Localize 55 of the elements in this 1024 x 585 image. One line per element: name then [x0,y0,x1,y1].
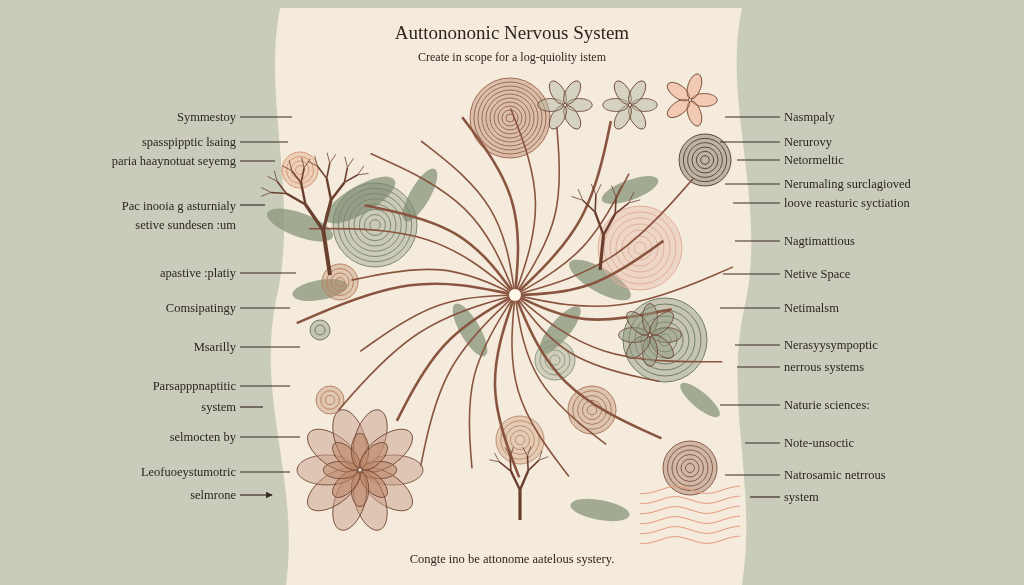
callout-label: selmrone [190,487,236,503]
callout-label: Netive Space [784,266,851,282]
leader-line [744,442,781,444]
callout-label: nerrous systems [784,359,865,375]
leader-line [724,474,781,476]
leader-line [719,404,781,406]
callout-label: Nerasyysympoptic [784,337,878,353]
leader-line [724,116,781,118]
leader-line [239,346,301,348]
callout-label: Natrosamic netrrous [784,467,886,483]
leader-line [239,385,291,387]
leader-line [732,202,781,204]
leader-line [239,116,293,118]
callout-label: apastive :platiy [159,265,236,281]
leader-line [239,141,289,143]
callout-label: spasspipptic lsaing [141,134,236,150]
callout-label: Netimalsm [784,300,839,316]
leader-line [734,344,781,346]
callout-label: Comsipatingy [165,300,236,316]
leader-line [239,307,291,309]
callout-label: Nerurovy [784,134,832,150]
callout-label: system [784,489,819,505]
callout-label: Parsapppnaptitic [152,378,236,394]
leader-line [749,496,781,498]
leader-line [724,183,781,185]
leader-line [719,141,781,143]
callout-label: loove reasturic syctiation [784,195,910,211]
leader-line [239,471,291,473]
leader-line [239,406,264,408]
callout-label: Nerumaling surclagioved [784,176,911,192]
callout-label: system [201,399,236,415]
diagram-title: Auttonononic Nervous System [393,22,631,44]
leader-line [736,159,781,161]
callout-label: paria haaynotuat seyemg [111,153,236,169]
leader-line [239,204,266,206]
leader-line [239,272,297,274]
leader-line [719,307,781,309]
leader-line [722,273,781,275]
callout-label: Symmestoy [176,109,236,125]
callout-label: Nasmpaly [784,109,835,125]
leader-line [734,240,781,242]
leader-line [239,160,276,162]
callout-label: Nagtimattious [784,233,855,249]
leader-line [239,436,301,438]
subtitle: Create in scope for a log-quiolity istem [417,50,607,65]
callout-label: selmocten by [169,429,236,445]
callout-label: Note-unsoctic [784,435,855,451]
callout-label: Netormeltic [784,152,844,168]
callout-label: Leofuoeystumotric [140,464,236,480]
callout-label: Msarilly [193,339,236,355]
callout-label: Naturie sciences: [784,397,870,413]
callout-label: Pac inooia g asturnialy setive sundesen :um [100,197,236,235]
caption: Congte ino be attonome aatelous systery. [408,552,616,567]
leader-line [239,491,273,499]
leader-line [736,366,781,368]
